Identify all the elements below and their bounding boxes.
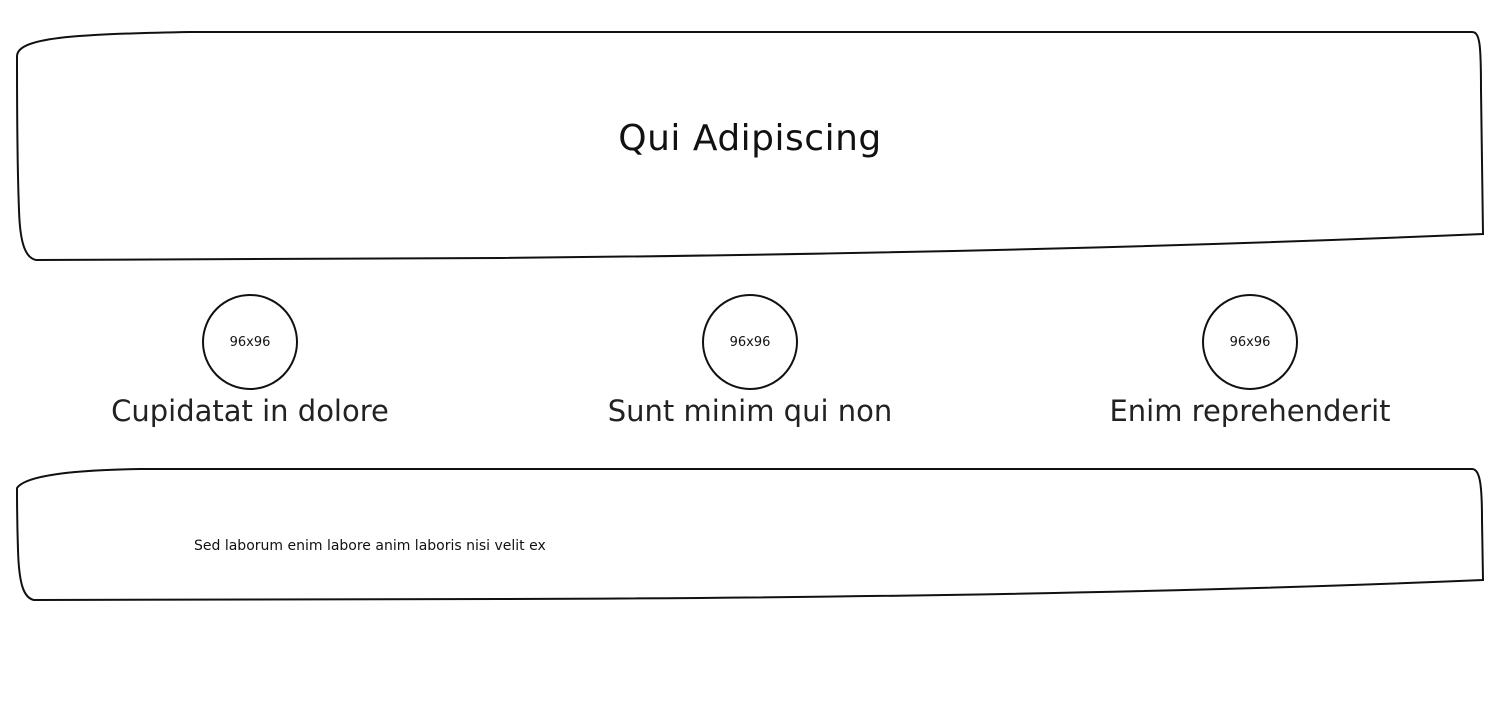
feature-card-1: 96x96 Cupidatat in dolore xyxy=(50,294,450,428)
image-placeholder-icon: 96x96 xyxy=(702,294,798,390)
feature-card-2: 96x96 Sunt minim qui non xyxy=(550,294,950,428)
image-placeholder-icon: 96x96 xyxy=(1202,294,1298,390)
feature-label: Enim reprehenderit xyxy=(1109,394,1391,428)
feature-label: Cupidatat in dolore xyxy=(111,394,389,428)
image-placeholder-icon: 96x96 xyxy=(202,294,298,390)
page-title: Qui Adipiscing xyxy=(618,118,882,159)
feature-label: Sunt minim qui non xyxy=(607,394,893,428)
feature-card-3: 96x96 Enim reprehenderit xyxy=(1050,294,1450,428)
footer-text: Sed laborum enim labore anim laboris nis… xyxy=(194,538,546,554)
footer-box xyxy=(15,468,1485,602)
